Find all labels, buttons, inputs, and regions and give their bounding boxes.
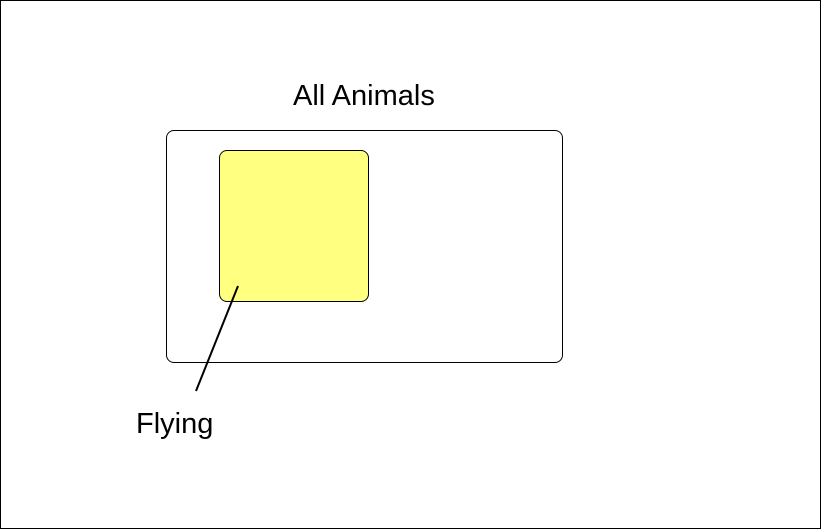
flying-set-box xyxy=(219,150,369,302)
flying-label: Flying xyxy=(136,408,214,440)
all-animals-label: All Animals xyxy=(293,80,435,112)
